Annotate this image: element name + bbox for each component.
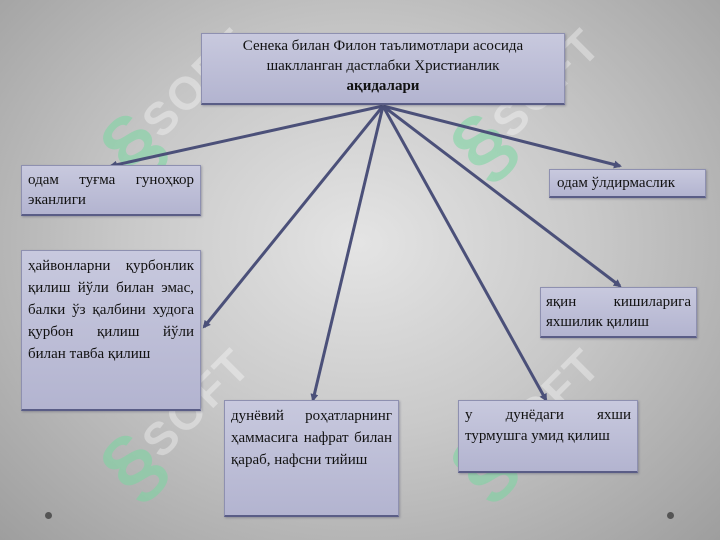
- node-worldly: дунёвий роҳатларнинг ҳаммасига нафрат би…: [224, 400, 399, 517]
- node-afterlife: у дунёдаги яхши турмушга умид қилиш: [458, 400, 638, 473]
- arrow-to-worldly: [310, 105, 385, 402]
- node-birth-sin: одам туғма гуноҳкор эканлиги: [21, 165, 201, 216]
- decorative-dot: [45, 512, 52, 519]
- root-node: Сенека билан Филон таълимотлари асосида …: [201, 33, 565, 105]
- root-line-3: ақидалари: [346, 78, 420, 94]
- node-kindness: яқин кишиларига яхшилик қилиш: [540, 287, 697, 338]
- decorative-dot: [667, 512, 674, 519]
- node-no-killing: одам ўлдирмаслик: [549, 169, 706, 198]
- node-sacrifice: ҳайвонларни қурбонлик қилиш йўли билан э…: [21, 250, 201, 411]
- root-line-2: шаклланган дастлабки Христианлик: [266, 58, 500, 74]
- arrow-to-sacrifice: [202, 105, 385, 329]
- root-line-1: Сенека билан Филон таълимотлари асосида: [242, 38, 524, 54]
- arrow-to-birth-sin: [109, 104, 384, 169]
- arrow-to-kindness: [382, 104, 622, 288]
- arrow-to-afterlife: [381, 105, 548, 402]
- arrow-to-no-killing: [382, 104, 622, 169]
